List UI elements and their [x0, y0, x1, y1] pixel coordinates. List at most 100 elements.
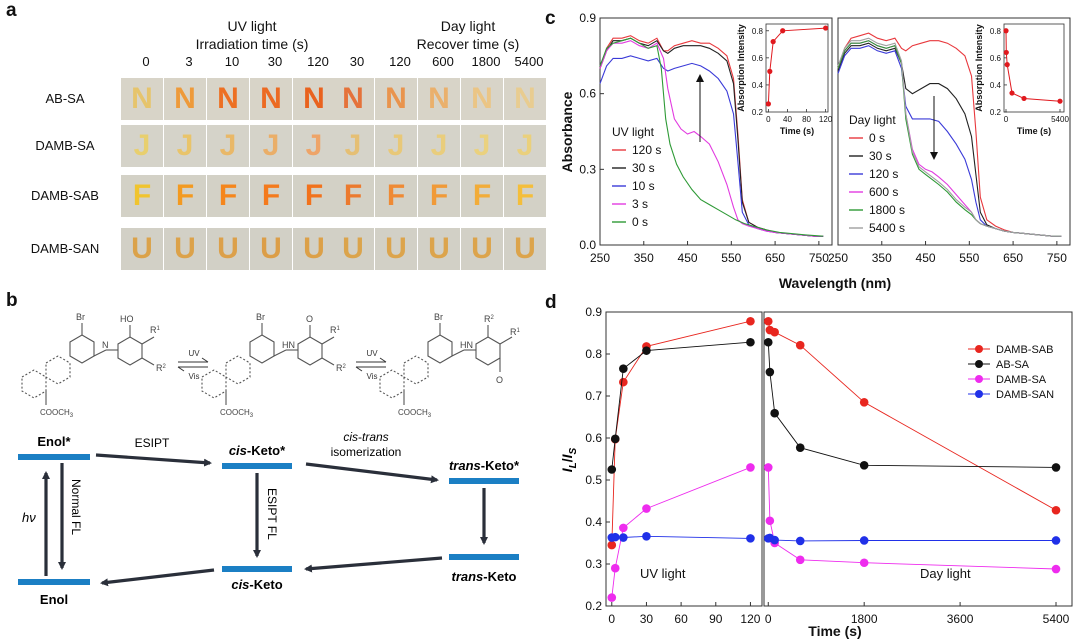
sample-photo-tile: J [293, 125, 335, 167]
day-data-point [795, 536, 805, 546]
day-time-tick: 120 [389, 54, 411, 69]
inset-point [1003, 28, 1009, 34]
level-cis-keto [222, 566, 292, 572]
sample-letter: U [428, 232, 450, 265]
y-tick-label: 0.8 [585, 347, 602, 361]
x-tick-label: 60 [674, 612, 688, 626]
sample-photo-tile: U [207, 228, 249, 270]
day-data-point [765, 516, 775, 526]
legend-marker [975, 360, 983, 368]
uv-plot-frame [605, 311, 763, 607]
trans-keto-structure [379, 323, 513, 405]
uv-data-point [746, 534, 755, 543]
uv-data-point [619, 364, 628, 374]
sample-row-label: DAMB-SAN [30, 241, 100, 256]
sample-letter: J [473, 129, 491, 162]
uv-time-tick: 0 [142, 54, 150, 69]
day-series-line [768, 537, 1056, 542]
inset-y-label: Absorption Intensity [736, 24, 746, 112]
sample-letter: J [133, 129, 151, 162]
r2-label-1: R2 [156, 363, 167, 373]
day-plot-frame [763, 311, 1073, 607]
sample-photo-tile: F [375, 175, 417, 217]
sample-photo-tile: F [461, 175, 503, 217]
day-data-point [859, 461, 869, 470]
legend-label: 10 s [632, 179, 655, 193]
spectrum-line [837, 32, 1062, 237]
ester-label-3: COOCH3 [398, 408, 432, 419]
sample-photo-tile: J [121, 125, 163, 167]
y-tick-label: 0.3 [579, 162, 596, 176]
level-cis-keto-star [222, 463, 292, 469]
sample-photo-tile: U [504, 228, 546, 270]
esipt-fl-label: ESIPT FL [265, 488, 279, 540]
day-light-label: Day light [920, 566, 971, 581]
y-axis-label-part: / [559, 458, 575, 462]
arrow-uv-label-2: UV [366, 349, 378, 358]
esipt-arrow [95, 453, 212, 467]
legend-title: Day light [849, 113, 896, 127]
day-data-point [1051, 536, 1061, 545]
inset-y-tick-label: 0.4 [990, 81, 1002, 90]
day-time-tick: 30 [349, 54, 365, 69]
day-data-point [765, 367, 775, 377]
inset-point [823, 25, 829, 31]
plot-frame [599, 17, 833, 246]
day-time-tick: 1800 [471, 54, 501, 69]
uv-vis-arrow-2 [355, 357, 387, 372]
esipt-label: ESIPT [135, 436, 170, 450]
uv-data-point [746, 316, 755, 326]
sample-photo-tile: F [504, 175, 546, 217]
spectrum-line [599, 37, 824, 237]
sample-letter: U [303, 232, 325, 265]
uv-data-point [746, 337, 755, 347]
inset-x-tick-label: 0 [766, 115, 771, 124]
sample-photo-tile: J [207, 125, 249, 167]
sample-letter: F [304, 179, 324, 212]
sample-letter: N [428, 82, 450, 115]
day-data-point [1051, 505, 1061, 515]
sample-letter: U [260, 232, 282, 265]
uv-data-point [607, 540, 617, 550]
level-enol-star [18, 454, 90, 460]
inset-point [1021, 95, 1027, 102]
r2-label-2: R2 [336, 363, 347, 373]
day-series-line [767, 342, 1057, 468]
x-tick-label: 250 [590, 251, 610, 265]
legend-label: 30 s [632, 161, 655, 175]
inset-point [1057, 98, 1063, 104]
sample-letter: N [217, 82, 239, 115]
sample-row-label: AB-SA [45, 91, 85, 106]
sample-letter: F [515, 179, 535, 212]
y-tick-label: 0.9 [585, 305, 602, 319]
x-tick-label: 1800 [851, 612, 878, 626]
plot-frame [837, 17, 1071, 246]
sample-photo-tile: F [332, 175, 374, 217]
sample-letter: F [343, 179, 363, 212]
uv-data-point [619, 377, 628, 387]
sample-photo-tile: J [164, 125, 206, 167]
mechanism-diagram: Br HO N R1 R2 COOCH3 UV Vis Br O HN [18, 312, 521, 607]
sample-letter: U [342, 232, 364, 265]
uv-time-tick: 30 [267, 54, 283, 69]
day-data-point [770, 535, 779, 545]
y-tick-label: 0.9 [579, 11, 596, 25]
day-data-point [859, 536, 869, 545]
uv-series-line [611, 341, 751, 470]
inset-point [765, 101, 771, 107]
x-tick-label: 350 [634, 251, 654, 265]
r1-label-3: R1 [510, 327, 521, 337]
br-label-3: Br [434, 312, 443, 322]
sample-letter: F [261, 179, 281, 212]
x-tick-label: 30 [640, 612, 654, 626]
cis-keto-structure [201, 323, 335, 405]
sample-photo-tile: J [332, 125, 374, 167]
inset-point [1004, 62, 1010, 68]
sample-letter: J [219, 129, 237, 162]
day-light-header: Day light Recover time (s) [333, 17, 603, 53]
legend-marker [975, 345, 983, 353]
y-tick-label: 0.7 [585, 389, 602, 403]
enol-label: Enol [40, 592, 68, 607]
x-axis-label: Time (s) [808, 623, 861, 639]
x-tick-label: 0 [765, 612, 772, 626]
